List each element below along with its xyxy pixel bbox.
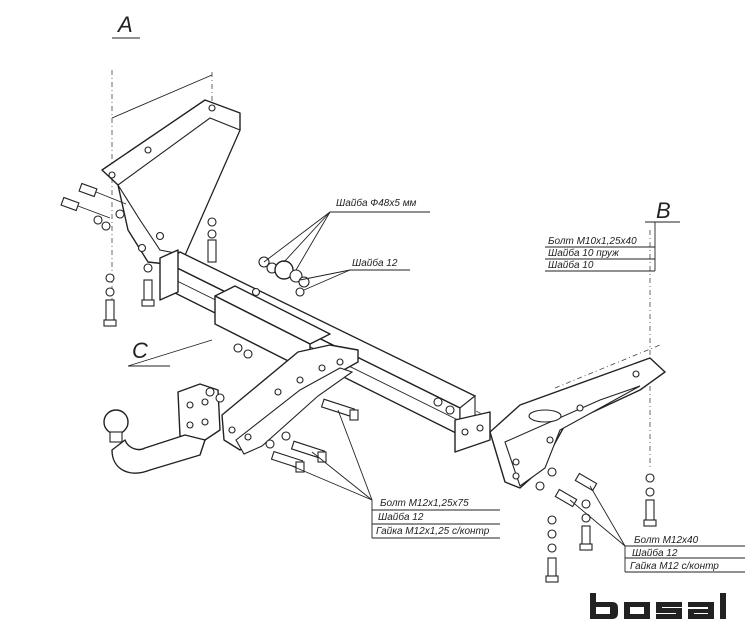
washer-stack bbox=[258, 211, 430, 297]
center-mount-plate bbox=[221, 344, 359, 455]
right-parts-line-3: Гайка M12 с/контр bbox=[630, 561, 719, 572]
center-parts-line-2: Шайба 12 bbox=[378, 511, 424, 523]
callout-a: A bbox=[112, 12, 140, 39]
right-bracket bbox=[489, 230, 666, 489]
center-bolts bbox=[265, 398, 500, 539]
callout-a-letter: A bbox=[116, 12, 133, 37]
right-parts-line-1: Болт M12х40 bbox=[634, 535, 699, 546]
left-bracket bbox=[60, 70, 241, 327]
callout-b-letter: B bbox=[656, 198, 671, 223]
tow-ball-assembly bbox=[103, 339, 253, 474]
right-bolts bbox=[535, 467, 745, 583]
center-parts-line-3: Гайка M12х1,25 с/контр bbox=[376, 526, 490, 537]
right-parts-line-2: Шайба 12 bbox=[632, 547, 678, 559]
washer-48-label: Шайба Ф48х5 мм bbox=[336, 197, 417, 209]
washer-12-label: Шайба 12 bbox=[352, 257, 398, 269]
callout-b-line-2: Шайба 10 пруж bbox=[548, 247, 620, 259]
callout-b: B Болт M10х1,25х40 Шайба 10 пруж Шайба 1… bbox=[545, 198, 680, 272]
callout-b-line-3: Шайба 10 bbox=[548, 259, 594, 271]
left-bolts bbox=[60, 182, 155, 327]
callout-b-line-1: Болт M10х1,25х40 bbox=[548, 236, 637, 247]
callout-c-letter: C bbox=[132, 338, 148, 363]
bosal-logo bbox=[590, 593, 726, 619]
center-parts-line-1: Болт M12х1,25х75 bbox=[380, 498, 469, 509]
